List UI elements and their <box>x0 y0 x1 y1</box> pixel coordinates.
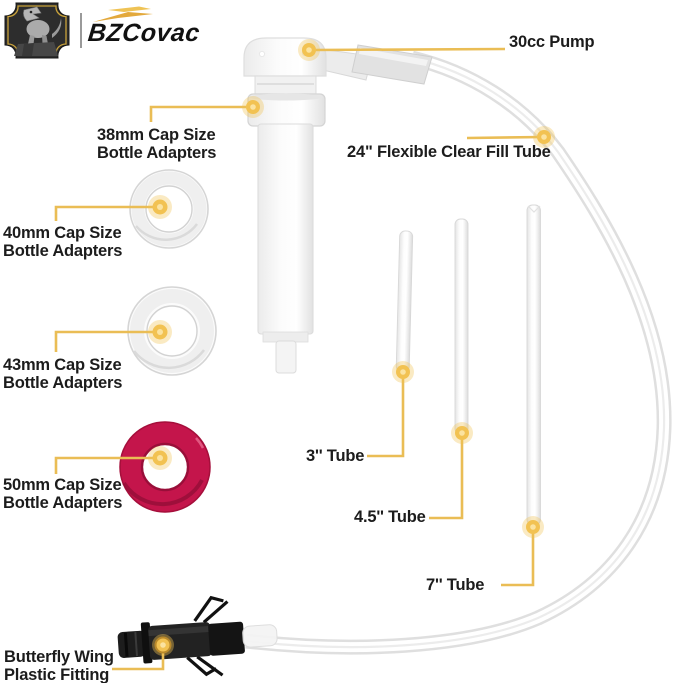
callout-dots <box>148 39 555 656</box>
label-adapter-40mm-line1: 40mm Cap Size <box>3 224 122 242</box>
butterfly-fitting <box>117 595 278 677</box>
label-adapter-40mm-line2: Bottle Adapters <box>3 242 123 261</box>
label-adapter-43mm-line1: 43mm Cap Size <box>3 356 122 374</box>
label-adapter-43mm-line2: Bottle Adapters <box>3 374 123 393</box>
tube-45in <box>454 218 469 435</box>
dot-pump <box>298 39 320 61</box>
callout-line-50mm <box>54 456 160 474</box>
label-tube-45in: 4.5'' Tube <box>354 508 426 526</box>
callouts <box>54 47 544 671</box>
dot-fitting <box>152 634 174 656</box>
adapter-43mm-ring <box>127 286 217 376</box>
label-adapter-38mm-line2: Bottle Adapters <box>97 144 217 163</box>
label-adapter-50mm-line2: Bottle Adapters <box>3 494 123 513</box>
label-adapter-38mm-line1: 38mm Cap Size <box>97 126 216 144</box>
dot-tube7 <box>522 516 544 538</box>
dot-40mm <box>148 195 172 219</box>
tube-3in <box>395 230 414 373</box>
pump-30cc <box>243 37 433 374</box>
callout-line-tube45 <box>429 435 464 520</box>
brand-divider <box>80 13 82 48</box>
dot-50mm <box>148 446 172 470</box>
dot-43mm <box>148 320 172 344</box>
label-adapter-50mm-line1: 50mm Cap Size <box>3 476 122 494</box>
label-adapter-50mm: 50mm Cap Size Bottle Adapters <box>3 476 122 513</box>
brand-swoosh-icon <box>93 6 153 22</box>
callout-line-40mm <box>54 205 160 221</box>
adapter-40mm-ring <box>129 169 209 249</box>
callout-line-43mm <box>54 330 160 352</box>
label-adapter-43mm: 43mm Cap Size Bottle Adapters <box>3 356 122 393</box>
callout-line-38mm <box>149 105 253 122</box>
tube-7in <box>526 204 541 526</box>
callout-line-tube3 <box>367 374 405 458</box>
label-tube-3in: 3'' Tube <box>306 447 365 465</box>
label-fitting: Butterfly Wing Plastic Fitting <box>4 648 114 683</box>
label-tube-7in: 7'' Tube <box>426 576 485 594</box>
dot-tube3 <box>392 361 414 383</box>
callout-line-pump <box>310 47 506 52</box>
label-adapter-38mm: 38mm Cap Size Bottle Adapters <box>97 126 216 163</box>
fill-tube-curve <box>245 50 672 655</box>
dot-38mm <box>242 96 264 118</box>
label-pump: 30cc Pump <box>509 33 595 51</box>
callout-line-filltube <box>466 135 544 140</box>
callout-line-tube7 <box>501 529 535 587</box>
label-fitting-line2: Plastic Fitting <box>4 666 110 683</box>
dot-filltube <box>533 126 555 148</box>
dinosaur-badge-icon <box>4 2 70 59</box>
callout-line-fitting <box>112 647 165 671</box>
label-adapter-40mm: 40mm Cap Size Bottle Adapters <box>3 224 122 261</box>
dot-tube45 <box>451 422 473 444</box>
brand-logotype: BZCovac <box>86 19 202 47</box>
label-fitting-line1: Butterfly Wing <box>4 648 114 666</box>
label-fill-tube: 24" Flexible Clear Fill Tube <box>347 143 551 161</box>
